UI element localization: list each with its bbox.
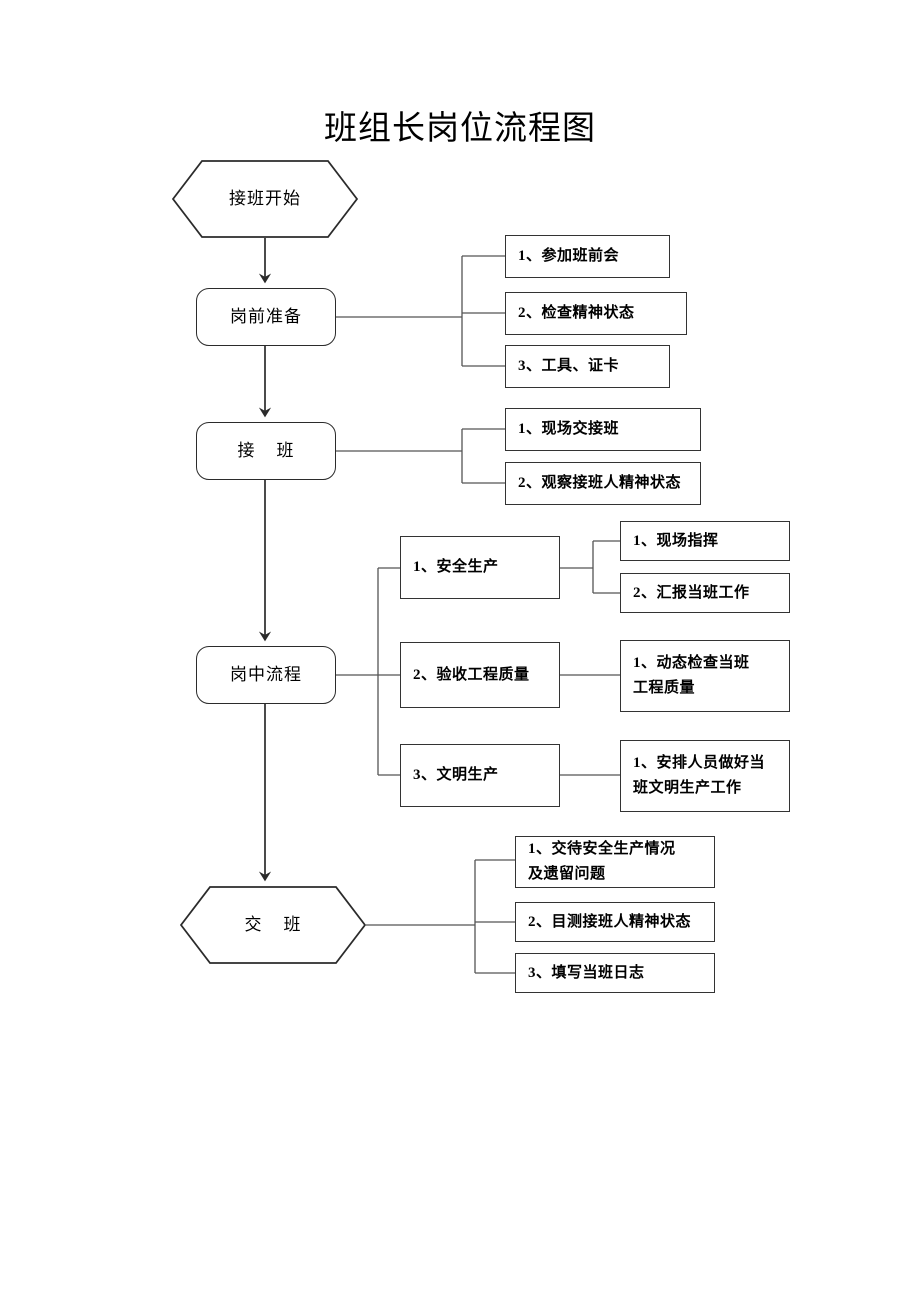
task-prep-3-label: 3、工具、证卡: [518, 358, 620, 374]
task-duty-1-2-label: 2、汇报当班工作: [633, 584, 750, 601]
task-duty-3-1-label: 1、安排人员做好当 班文明生产工作: [633, 755, 766, 796]
task-handover-3[interactable]: 3、填写当班日志: [515, 953, 715, 993]
node-takeover[interactable]: 接 班: [196, 422, 336, 480]
node-on-duty-process-label: 岗中流程: [230, 665, 302, 684]
bracket-onduty: [336, 567, 400, 776]
bracket-safety: [560, 540, 620, 594]
task-duty-2-1-label: 1、动态检查当班 工程质量: [633, 655, 750, 696]
task-duty-1-1[interactable]: 1、现场指挥: [620, 521, 790, 561]
page-title: 班组长岗位流程图: [324, 111, 596, 147]
task-takeover-1-label: 1、现场交接班: [518, 421, 620, 437]
task-duty-2-label: 2、验收工程质量: [413, 666, 530, 683]
task-prep-2-label: 2、检查精神状态: [518, 305, 635, 321]
bracket-prep: [336, 255, 505, 367]
task-duty-1[interactable]: 1、安全生产: [400, 536, 560, 599]
task-handover-2-label: 2、目测接班人精神状态: [528, 913, 692, 930]
task-duty-2-1[interactable]: 1、动态检查当班 工程质量: [620, 640, 790, 712]
task-duty-3[interactable]: 3、文明生产: [400, 744, 560, 807]
task-prep-1[interactable]: 1、参加班前会: [505, 235, 670, 278]
task-handover-2[interactable]: 2、目测接班人精神状态: [515, 902, 715, 942]
task-handover-1[interactable]: 1、交待安全生产情况 及遗留问题: [515, 836, 715, 888]
task-takeover-2-label: 2、观察接班人精神状态: [518, 475, 682, 491]
node-handover[interactable]: 交 班: [180, 886, 366, 964]
task-duty-3-label: 3、文明生产: [413, 767, 499, 783]
task-duty-1-label: 1、安全生产: [413, 559, 499, 575]
node-on-duty-process[interactable]: 岗中流程: [196, 646, 336, 704]
node-handover-label: 交 班: [244, 915, 302, 934]
node-start[interactable]: 接班开始: [172, 160, 358, 238]
hexagon-shape-icon: [180, 886, 366, 964]
task-prep-1-label: 1、参加班前会: [518, 248, 620, 264]
task-handover-1-label: 1、交待安全生产情况 及遗留问题: [528, 841, 676, 882]
task-takeover-2[interactable]: 2、观察接班人精神状态: [505, 462, 701, 505]
task-duty-3-1[interactable]: 1、安排人员做好当 班文明生产工作: [620, 740, 790, 812]
task-duty-1-1-label: 1、现场指挥: [633, 532, 719, 549]
node-start-label: 接班开始: [229, 189, 301, 208]
task-prep-3[interactable]: 3、工具、证卡: [505, 345, 670, 388]
bracket-handover: [366, 859, 515, 974]
bracket-takeover: [336, 428, 505, 484]
task-duty-1-2[interactable]: 2、汇报当班工作: [620, 573, 790, 613]
node-takeover-label: 接 班: [237, 441, 295, 460]
task-duty-2[interactable]: 2、验收工程质量: [400, 642, 560, 708]
node-pre-shift-prep-label: 岗前准备: [230, 307, 302, 326]
hexagon-shape-icon: [172, 160, 358, 238]
task-takeover-1[interactable]: 1、现场交接班: [505, 408, 701, 451]
task-prep-2[interactable]: 2、检查精神状态: [505, 292, 687, 335]
task-handover-3-label: 3、填写当班日志: [528, 964, 645, 981]
node-pre-shift-prep[interactable]: 岗前准备: [196, 288, 336, 346]
